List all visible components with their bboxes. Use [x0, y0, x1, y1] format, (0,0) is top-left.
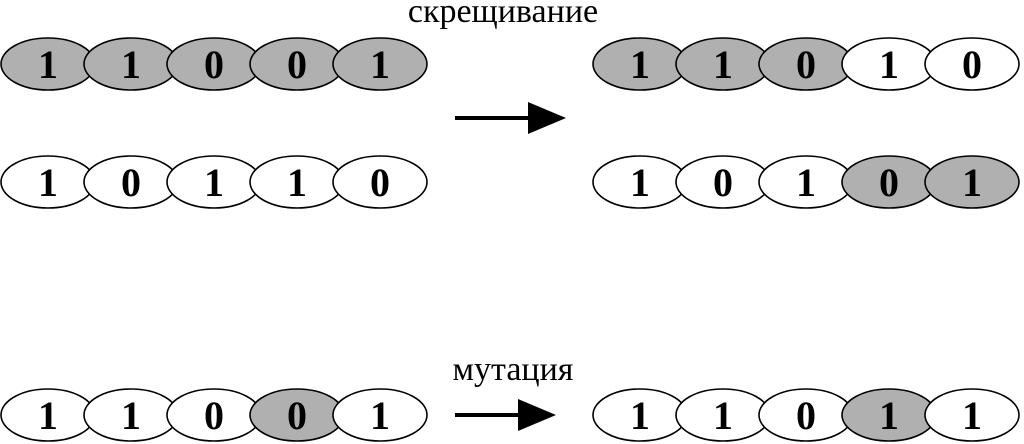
gene-label: 0	[370, 160, 390, 205]
gene-label: 0	[204, 42, 224, 87]
gene-label: 1	[630, 42, 650, 87]
gene: 1	[249, 155, 345, 209]
gene-label: 1	[796, 160, 816, 205]
chromosomes: 1 1 0 0 1 1 0 1 1 0 1 1 0 1 0 1 0 1 0 1 1 1 0 0 1 1 1 0 1 1	[0, 37, 1020, 442]
gene: 1	[332, 37, 428, 91]
parent-2-chromosome: 1 0 1 1 0	[0, 155, 428, 209]
gene: 1	[841, 37, 937, 91]
child-2-chromosome: 1 0 1 0 1	[592, 155, 1020, 209]
gene-label: 1	[879, 393, 899, 438]
gene: 0	[83, 155, 179, 209]
gene: 1	[0, 388, 96, 442]
gene-label: 1	[38, 42, 58, 87]
gene-label: 1	[287, 160, 307, 205]
gene-ellipse	[332, 155, 428, 209]
mutation-arrow-head	[518, 399, 556, 431]
gene-label: 1	[630, 393, 650, 438]
gene-label: 0	[796, 393, 816, 438]
crossover-label: скрещивание	[408, 0, 598, 30]
mutation-before-chromosome: 1 1 0 0 1	[0, 388, 428, 442]
gene: 0	[166, 37, 262, 91]
gene: 0	[249, 388, 345, 442]
gene: 0	[166, 388, 262, 442]
gene: 0	[332, 155, 428, 209]
gene-label: 1	[630, 160, 650, 205]
gene: 1	[592, 155, 688, 209]
gene: 1	[332, 388, 428, 442]
gene: 0	[249, 37, 345, 91]
gene: 0	[758, 37, 854, 91]
gene: 0	[675, 155, 771, 209]
gene-label: 1	[38, 160, 58, 205]
parent-1-chromosome: 1 1 0 0 1	[0, 37, 428, 91]
gene-label: 1	[713, 393, 733, 438]
gene-label: 1	[713, 42, 733, 87]
gene-ellipse	[332, 37, 428, 91]
child-1-chromosome: 1 1 0 1 0	[592, 37, 1020, 91]
gene: 1	[675, 388, 771, 442]
gene: 1	[924, 155, 1020, 209]
gene-label: 1	[962, 160, 982, 205]
gene-label: 0	[962, 42, 982, 87]
gene-label: 1	[121, 42, 141, 87]
gene-ellipse	[924, 37, 1020, 91]
gene-label: 0	[121, 160, 141, 205]
gene: 1	[83, 37, 179, 91]
gene: 0	[924, 37, 1020, 91]
gene-label: 0	[713, 160, 733, 205]
gene-ellipse	[924, 388, 1020, 442]
mutation-label: мутация	[453, 351, 574, 388]
gene-label: 0	[287, 393, 307, 438]
gene: 0	[841, 155, 937, 209]
gene: 1	[841, 388, 937, 442]
gene: 1	[924, 388, 1020, 442]
gene-label: 1	[879, 42, 899, 87]
gene-label: 1	[370, 393, 390, 438]
gene-ellipse	[332, 388, 428, 442]
crossover-arrow-head	[528, 102, 566, 134]
gene: 0	[758, 388, 854, 442]
gene-label: 0	[287, 42, 307, 87]
mutation-after-chromosome: 1 1 0 1 1	[592, 388, 1020, 442]
gene-label: 0	[796, 42, 816, 87]
gene-label: 1	[121, 393, 141, 438]
gene: 1	[592, 388, 688, 442]
gene-label: 0	[879, 160, 899, 205]
gene-label: 1	[204, 160, 224, 205]
gene-label: 0	[204, 393, 224, 438]
gene-ellipse	[924, 155, 1020, 209]
gene: 1	[83, 388, 179, 442]
gene: 1	[0, 37, 96, 91]
gene-label: 1	[962, 393, 982, 438]
mutation-arrow	[455, 399, 556, 431]
gene: 1	[0, 155, 96, 209]
gene: 1	[675, 37, 771, 91]
gene: 1	[592, 37, 688, 91]
gene-label: 1	[370, 42, 390, 87]
gene: 1	[166, 155, 262, 209]
gene: 1	[758, 155, 854, 209]
gene-label: 1	[38, 393, 58, 438]
crossover-arrow	[455, 102, 566, 134]
